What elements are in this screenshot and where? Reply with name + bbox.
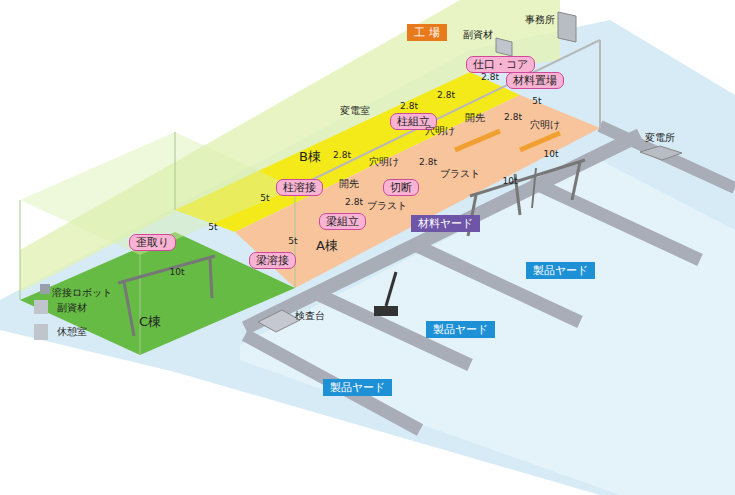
node-text: 歪取り: [136, 236, 169, 249]
area-label: 5t: [532, 95, 541, 107]
road: [245, 335, 420, 430]
process-tag: 梁組立: [319, 213, 366, 230]
road: [600, 126, 735, 188]
area-label: 2.8t: [419, 156, 437, 168]
area-label: 穴明け: [425, 125, 455, 137]
building-edge: [599, 40, 601, 128]
crawler-crane: [386, 272, 396, 306]
process-tag: 切断: [383, 179, 419, 196]
area-label: 事務所: [525, 14, 555, 26]
gantry-crane: [210, 258, 212, 298]
gantry-crane: [470, 160, 585, 196]
area-label: ブラスト: [440, 168, 480, 180]
area-label: 10t: [170, 266, 185, 278]
node-text: 工 場: [414, 26, 440, 39]
area-label: 2.8t: [333, 149, 351, 161]
yard-tag: 製品ヤード: [323, 379, 392, 396]
area-label: 副資材: [463, 29, 493, 41]
gantry-crane: [118, 256, 215, 283]
building-a-floor: [235, 95, 600, 288]
building-edge: [20, 200, 21, 300]
area-label: 5t: [208, 221, 217, 233]
node-text: 柱組立: [397, 115, 430, 128]
area-label: 変電室: [340, 105, 370, 117]
area-label: 副資材: [57, 302, 87, 314]
gantry-crane: [124, 282, 134, 336]
yard-tag: 製品ヤード: [526, 262, 595, 279]
steel-beam: [455, 131, 500, 150]
node-text: 製品ヤード: [533, 264, 588, 277]
area-label: 休憩室: [57, 326, 87, 338]
node-text: 材料ヤード: [418, 217, 473, 230]
material-shed: [496, 38, 512, 56]
area-label: 溶接ロボット: [52, 287, 112, 299]
area-label: 穴明け: [530, 119, 560, 131]
road: [530, 181, 700, 260]
area-label: 2.8t: [481, 71, 499, 83]
gantry-crane: [572, 162, 580, 200]
welding-robot: [40, 284, 50, 294]
crawler-crane: [374, 306, 398, 316]
building-name: C棟: [139, 316, 161, 328]
area-label: 開先: [465, 112, 485, 124]
area-label: 2.8t: [437, 89, 455, 101]
node-text: 梁組立: [326, 215, 359, 228]
process-tag: 材料置場: [506, 72, 564, 89]
inspection-table: [258, 310, 300, 332]
process-tag: 柱溶接: [276, 179, 323, 196]
area-label: 10t: [544, 148, 559, 160]
area-label: 2.8t: [400, 100, 418, 112]
area-label: 2.8t: [504, 111, 522, 123]
node-text: 材料置場: [513, 74, 557, 87]
material-shed: [34, 300, 48, 314]
area-label: 検査台: [295, 310, 325, 322]
area-label: 2.8t: [345, 196, 363, 208]
rest-room: [34, 324, 48, 340]
yard-tag: 製品ヤード: [426, 321, 495, 338]
gantry-crane: [532, 168, 536, 208]
node-text: 切断: [390, 181, 412, 194]
building-edge: [140, 255, 141, 355]
building-edge: [175, 132, 176, 210]
node-text: 製品ヤード: [330, 381, 385, 394]
area-label: 開先: [339, 178, 359, 190]
area-label: 5t: [288, 235, 297, 247]
node-text: 仕口・コア: [473, 58, 528, 71]
building-name: A棟: [316, 240, 338, 252]
node-text: 製品ヤード: [433, 323, 488, 336]
factory-tag: 工 場: [407, 24, 447, 41]
area-label: 10t: [503, 175, 518, 187]
building-c-floor: [20, 232, 295, 355]
yard-tag: 材料ヤード: [411, 215, 480, 232]
substation: [640, 146, 682, 160]
building-edge: [295, 40, 600, 188]
building-c-roof: [20, 132, 295, 255]
process-tag: 歪取り: [129, 234, 176, 251]
office-building: [558, 12, 576, 42]
area-label: 5t: [260, 192, 269, 204]
area-label: 変電所: [645, 132, 675, 144]
building-name: B棟: [299, 151, 321, 163]
process-tag: 梁溶接: [249, 252, 296, 269]
process-tag: 仕口・コア: [466, 56, 535, 73]
node-text: 柱溶接: [283, 181, 316, 194]
road: [415, 245, 580, 322]
area-label: 穴明け: [369, 156, 399, 168]
area-label: ブラスト: [367, 200, 407, 212]
node-text: 梁溶接: [256, 254, 289, 267]
steel-beam: [520, 133, 560, 150]
